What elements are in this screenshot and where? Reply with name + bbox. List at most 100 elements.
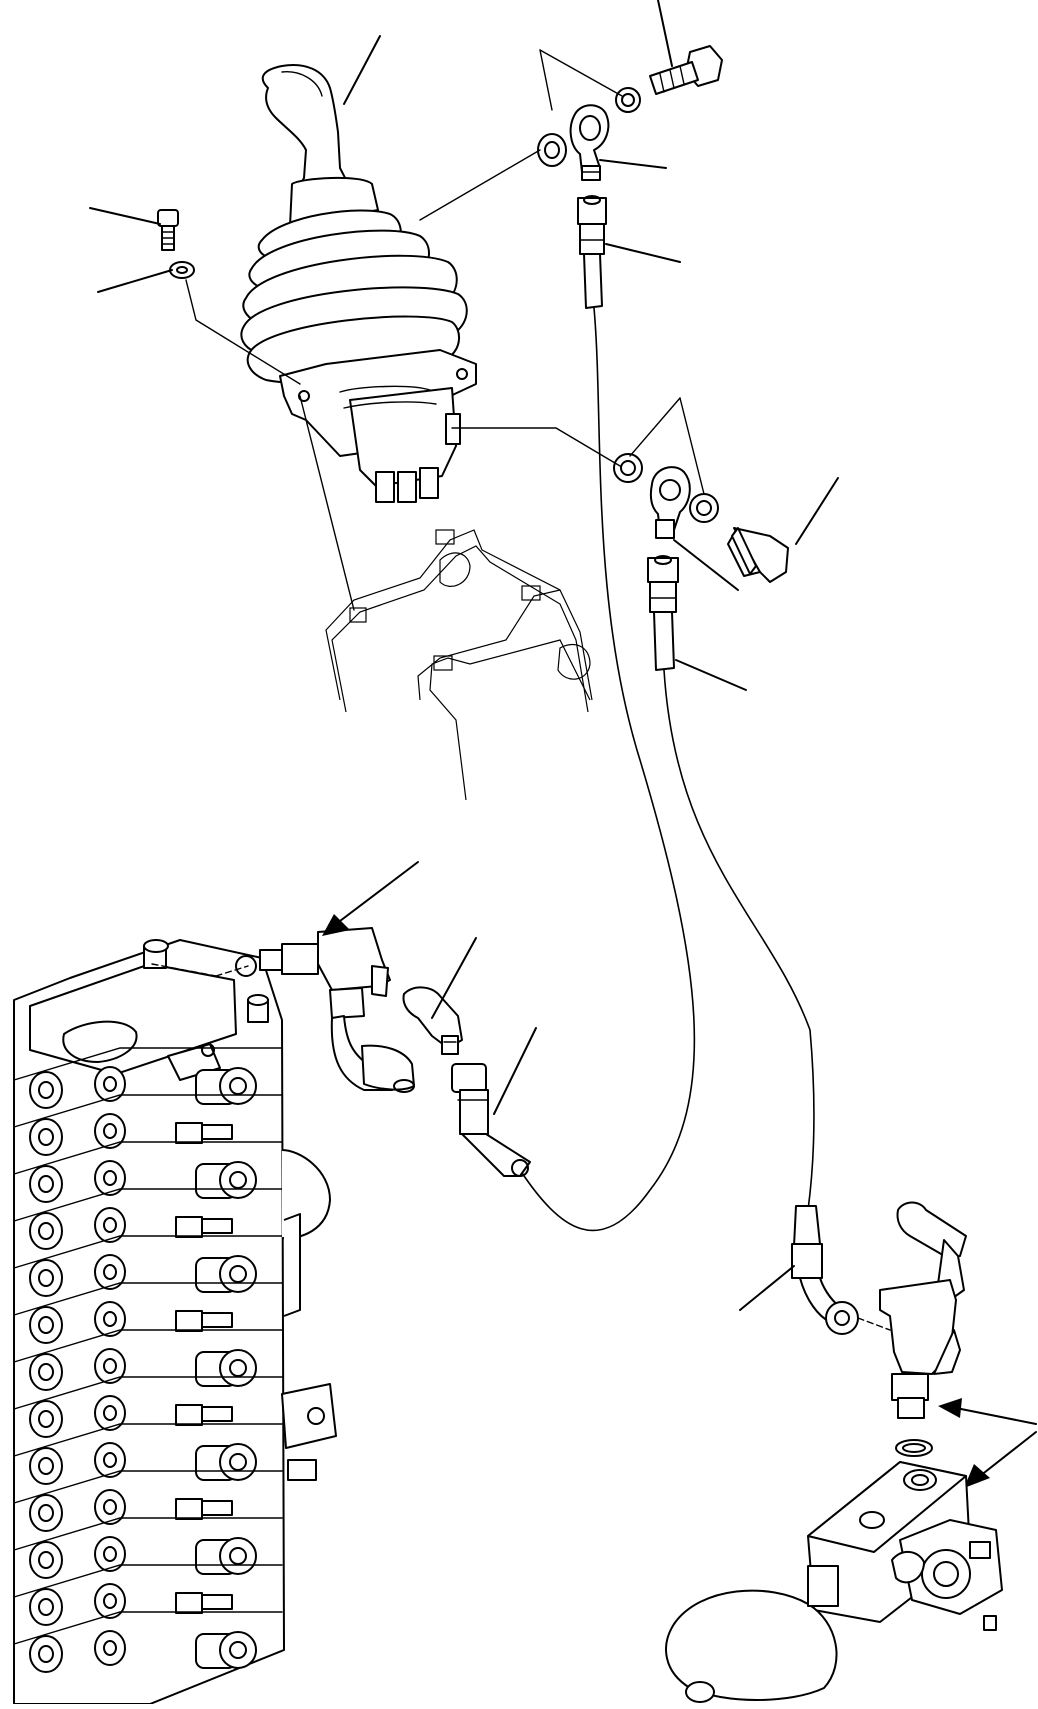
valve-section-edge [13,1470,283,1504]
valve-section-edge [13,1188,283,1222]
valve-section-edge [13,1141,283,1175]
valve-section-edge [13,1423,283,1457]
valve-port [94,1207,126,1243]
valve-port-bore [103,1546,117,1562]
joystick-lever [240,64,477,503]
valve-spool-end [219,1443,257,1481]
valve-side-port [307,1407,325,1425]
valve-plug [175,1310,203,1332]
valve-port [29,1118,63,1156]
valve-spool-bore [229,1265,247,1283]
hose-line-b [663,669,815,1211]
valve-port [94,1301,126,1337]
leader-arrow [979,1431,1037,1477]
o-ring [895,1439,933,1457]
leader-line [89,207,161,225]
valve-port [29,1071,63,1109]
alignment-line [215,965,249,977]
valve-side-plate [283,1213,301,1317]
alignment-line [419,149,541,221]
hollow-bolt-upper [649,45,723,95]
valve-spool-end [219,1067,257,1105]
valve-section-edge [13,1376,283,1410]
hollow-bolt-lower [727,527,789,583]
valve-port [29,1259,63,1297]
valve-section-edge [13,1564,283,1598]
valve-spool-bore [229,1641,247,1659]
hose-end-valve [451,1063,531,1177]
alignment-line [299,395,355,611]
valve-section-edge [13,1517,283,1551]
valve-spool-bore [229,1453,247,1471]
valve-port-bore [103,1499,117,1515]
valve-port-bore [103,1264,117,1280]
valve-port-bore [38,1316,54,1334]
leader-line [97,269,173,293]
valve-spool-bore [229,1359,247,1377]
sealing-washers-lower [613,453,719,523]
valve-port-bore [38,1504,54,1522]
valve-port [94,1254,126,1290]
valve-port-bore [38,1269,54,1287]
valve-port [29,1165,63,1203]
valve-port-bore [38,1128,54,1146]
valve-port [29,1494,63,1532]
valve-port-bore [38,1081,54,1099]
valve-spool-end [219,1255,257,1293]
valve-port [94,1536,126,1572]
valve-port [94,1630,126,1666]
leader-line [599,159,667,169]
valve-port-bore [38,1645,54,1663]
leader-line [739,1265,795,1311]
alignment-line [151,963,217,977]
valve-section-edge [13,1235,283,1269]
sealing-washers-upper [537,87,641,167]
valve-plug [175,1216,203,1238]
valve-port-bore [103,1311,117,1327]
accumulator-valve [665,1461,1003,1703]
cap-screw [157,209,179,251]
valve-port-bore [38,1457,54,1475]
valve-port-bore [38,1410,54,1428]
valve-port [29,1588,63,1626]
valve-port [29,1447,63,1485]
valve-port-bore [103,1170,117,1186]
valve-port-bore [103,1358,117,1374]
valve-spool-bore [229,1547,247,1565]
valve-port-bore [103,1076,117,1092]
valve-port-bore [103,1123,117,1139]
leader-arrow [335,861,419,925]
valve-port [29,1212,63,1250]
valve-plug [175,1404,203,1426]
leader-line [629,397,681,457]
valve-port [29,1635,63,1673]
leader-line [673,539,739,591]
lock-washer [169,261,195,279]
leader-line [605,243,681,263]
valve-port-bore [38,1598,54,1616]
tee-fitting-valve [235,927,415,1093]
hose-upper [577,195,607,309]
tee-fitting-accumulator [879,1201,967,1419]
arrow-head [964,1464,990,1488]
leader-line [539,49,623,97]
valve-port [94,1113,126,1149]
valve-port-bore [103,1405,117,1421]
alignment-line [857,1317,891,1331]
valve-section-edge [13,1329,283,1363]
leader-line [679,397,705,495]
valve-plug-stem [201,1218,233,1234]
valve-plug-stem [201,1312,233,1328]
valve-port-bore [103,1593,117,1609]
arrow-head [322,914,350,936]
valve-port [29,1353,63,1391]
valve-section-edge [13,1611,283,1645]
valve-plug-stem [201,1406,233,1422]
valve-plug [175,1592,203,1614]
leader-line [795,477,839,545]
valve-port-bore [38,1222,54,1240]
valve-section-edge [13,1282,283,1316]
valve-spool-end [219,1349,257,1387]
